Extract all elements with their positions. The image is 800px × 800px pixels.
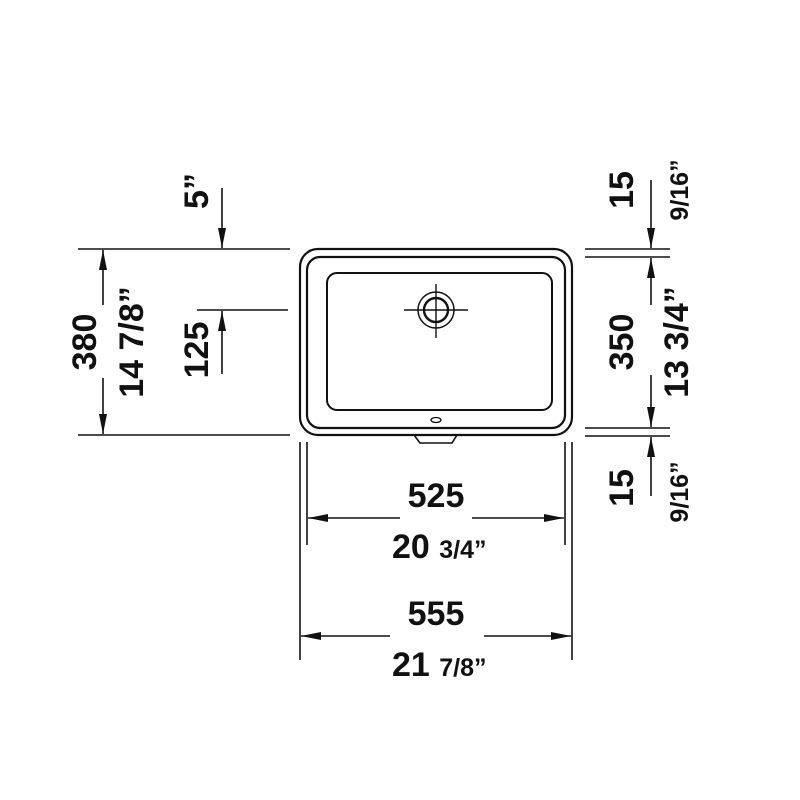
basin-outline <box>298 247 574 437</box>
overflow-icon <box>430 416 442 424</box>
drain-icon <box>404 284 468 338</box>
inner-width-inch: 20 3/4” <box>392 528 487 566</box>
inner-width-mm: 525 <box>408 477 465 515</box>
rim-top-mm: 15 <box>603 171 641 209</box>
rim-bottom-mm: 15 <box>603 469 641 507</box>
drain-offset-mm: 125 <box>178 322 216 379</box>
inner-depth-mm: 350 <box>603 314 641 371</box>
rim-top-inch: 9/16” <box>666 159 694 220</box>
rim-bottom-inch: 9/16” <box>666 461 694 522</box>
overall-width-inch: 21 7/8” <box>392 646 487 684</box>
overall-depth-mm: 380 <box>66 314 104 371</box>
overall-width-mm: 555 <box>408 595 465 633</box>
drain-offset-inch: 5” <box>178 173 216 209</box>
overall-depth-inch: 14 7/8” <box>113 286 151 398</box>
mounting-tab <box>413 434 458 444</box>
inner-depth-inch: 13 3/4” <box>658 286 696 398</box>
